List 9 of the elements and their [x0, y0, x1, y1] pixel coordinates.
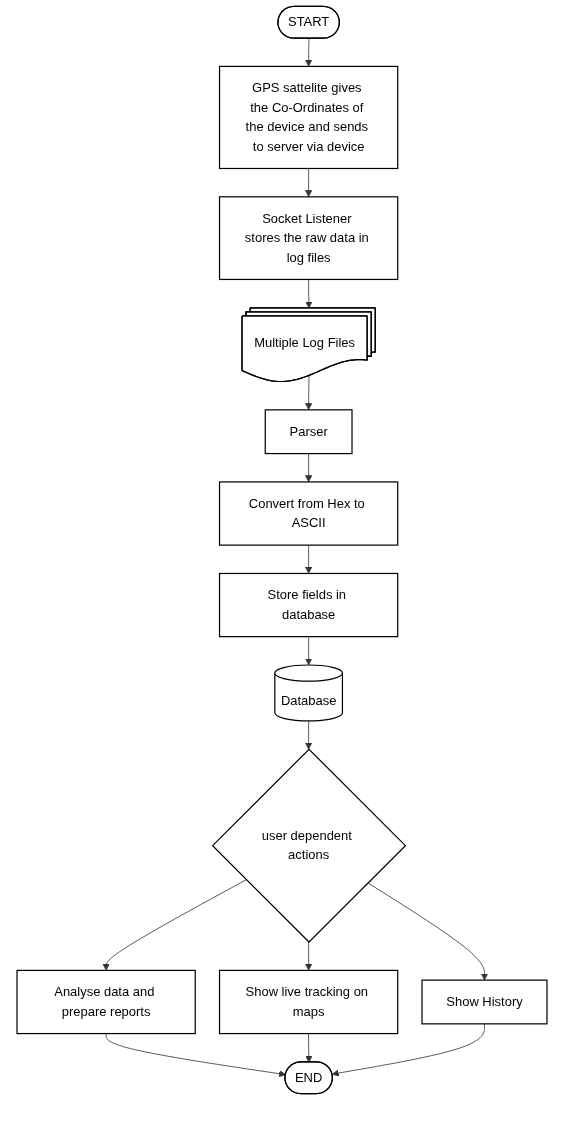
node-box: Analyse data and prepare reports [16, 969, 196, 1035]
node-box: Convert from Hex to ASCII [218, 481, 399, 546]
node-box: Socket Listener stores the raw data in log files [218, 196, 399, 281]
node-box: Show live tracking on maps [218, 969, 399, 1035]
node-box: Show History [421, 979, 548, 1025]
node-box: Parser [264, 409, 353, 455]
node-diamond: user dependent actions [211, 748, 407, 943]
node-box: GPS sattelite gives the Co-Ordinates of the device and sends to server via device [218, 65, 399, 170]
node-box: Store fields in database [218, 572, 399, 638]
